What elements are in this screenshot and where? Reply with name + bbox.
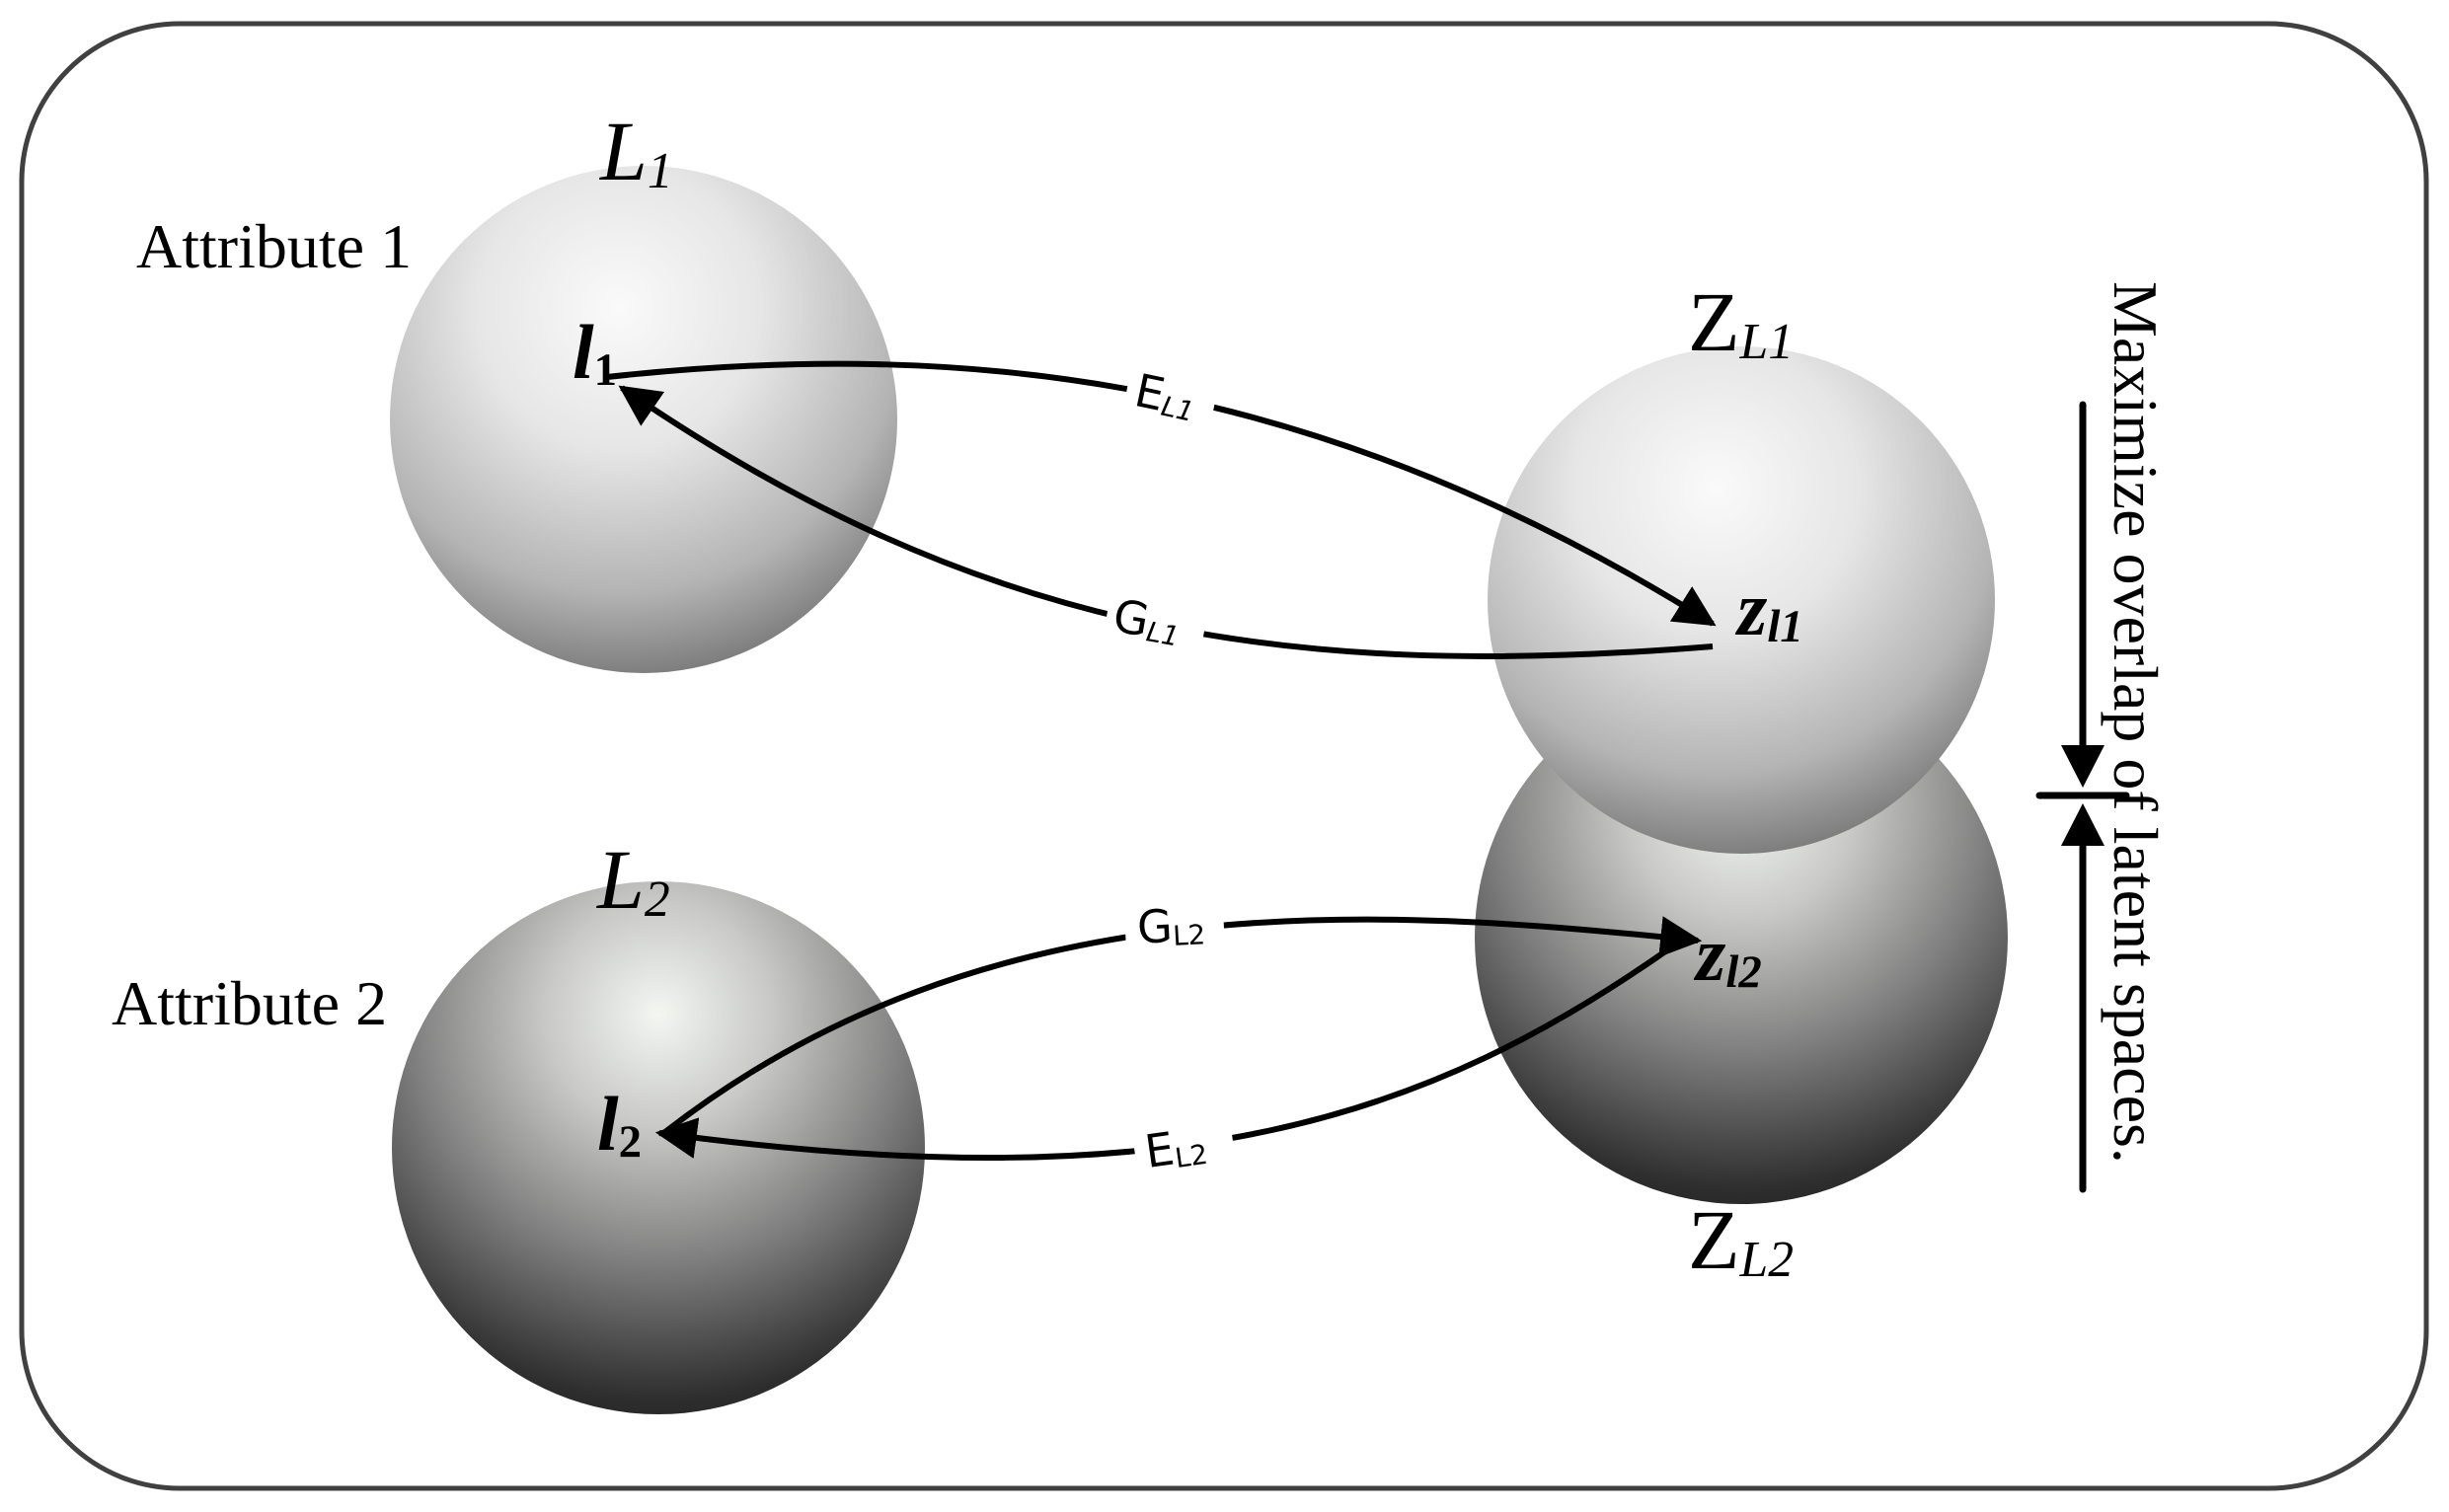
point-label-zl2: zl2 bbox=[1696, 911, 1762, 999]
space-label-L1: L1 bbox=[600, 104, 673, 199]
space-label-ZL1: ZL1 bbox=[1688, 274, 1795, 370]
space-label-L2: L2 bbox=[597, 832, 670, 928]
edge-EL2 bbox=[654, 946, 1670, 1162]
edge-label-GL2: GL2 bbox=[1135, 898, 1206, 954]
sphere-L2 bbox=[392, 881, 925, 1414]
attribute-1-label: Attribute 1 bbox=[136, 211, 413, 281]
point-label-l1: l1 bbox=[573, 309, 618, 397]
overlap-indicator bbox=[2035, 401, 2130, 1193]
sphere-ZL1 bbox=[1488, 346, 1995, 854]
side-note: Maximize overlap of latent spaces. bbox=[2101, 281, 2171, 1164]
attribute-2-label: Attribute 2 bbox=[112, 968, 388, 1038]
sphere-L1 bbox=[390, 166, 897, 673]
point-label-zl1: zl1 bbox=[1737, 566, 1803, 653]
point-label-l2: l2 bbox=[597, 1081, 643, 1169]
edge-label-EL2: EL2 bbox=[1141, 1121, 1210, 1179]
space-label-ZL2: ZL2 bbox=[1688, 1192, 1795, 1288]
